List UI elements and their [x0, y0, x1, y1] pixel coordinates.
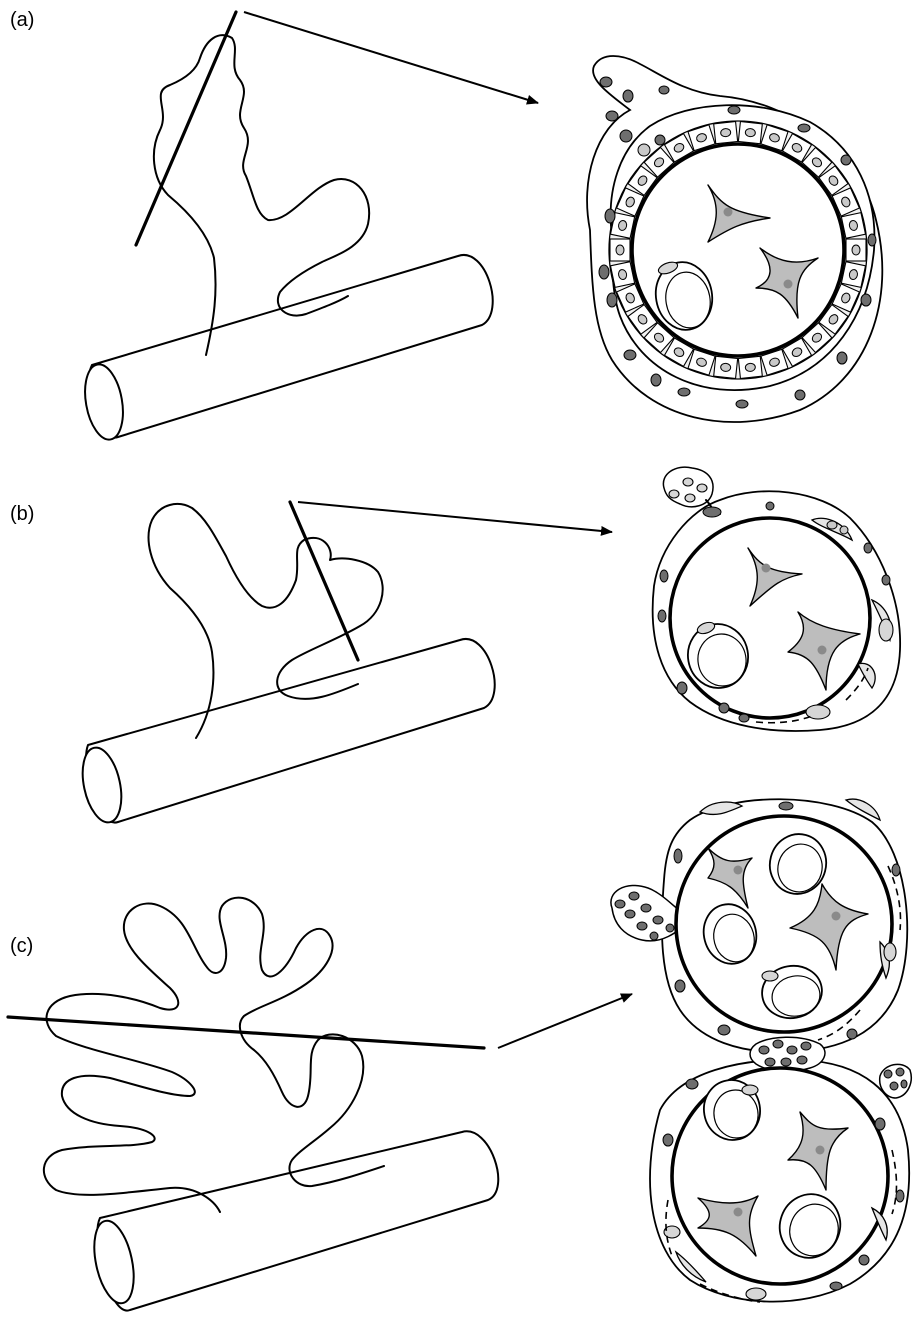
panel-a-section-line — [136, 12, 236, 245]
panel-b-section-line — [290, 502, 358, 660]
panel-b-label: (b) — [10, 503, 34, 525]
panel-c-arrow — [498, 994, 632, 1048]
panel-a-cross-section — [587, 56, 882, 422]
panel-b-arrow — [298, 502, 612, 532]
panel-a: (a) — [10, 9, 882, 443]
panel-b-duct-outline — [76, 504, 494, 826]
panel-c-label: (c) — [10, 935, 33, 957]
panel-a-label: (a) — [10, 9, 34, 31]
panel-a-duct-outline — [80, 35, 493, 442]
panel-a-arrow — [244, 12, 538, 103]
panel-b-cross-section — [653, 467, 900, 731]
panel-b: (b) — [10, 467, 900, 826]
panel-c: (c) — [8, 799, 911, 1310]
panel-c-cross-section — [611, 799, 911, 1302]
panel-c-duct-outline — [44, 898, 498, 1311]
